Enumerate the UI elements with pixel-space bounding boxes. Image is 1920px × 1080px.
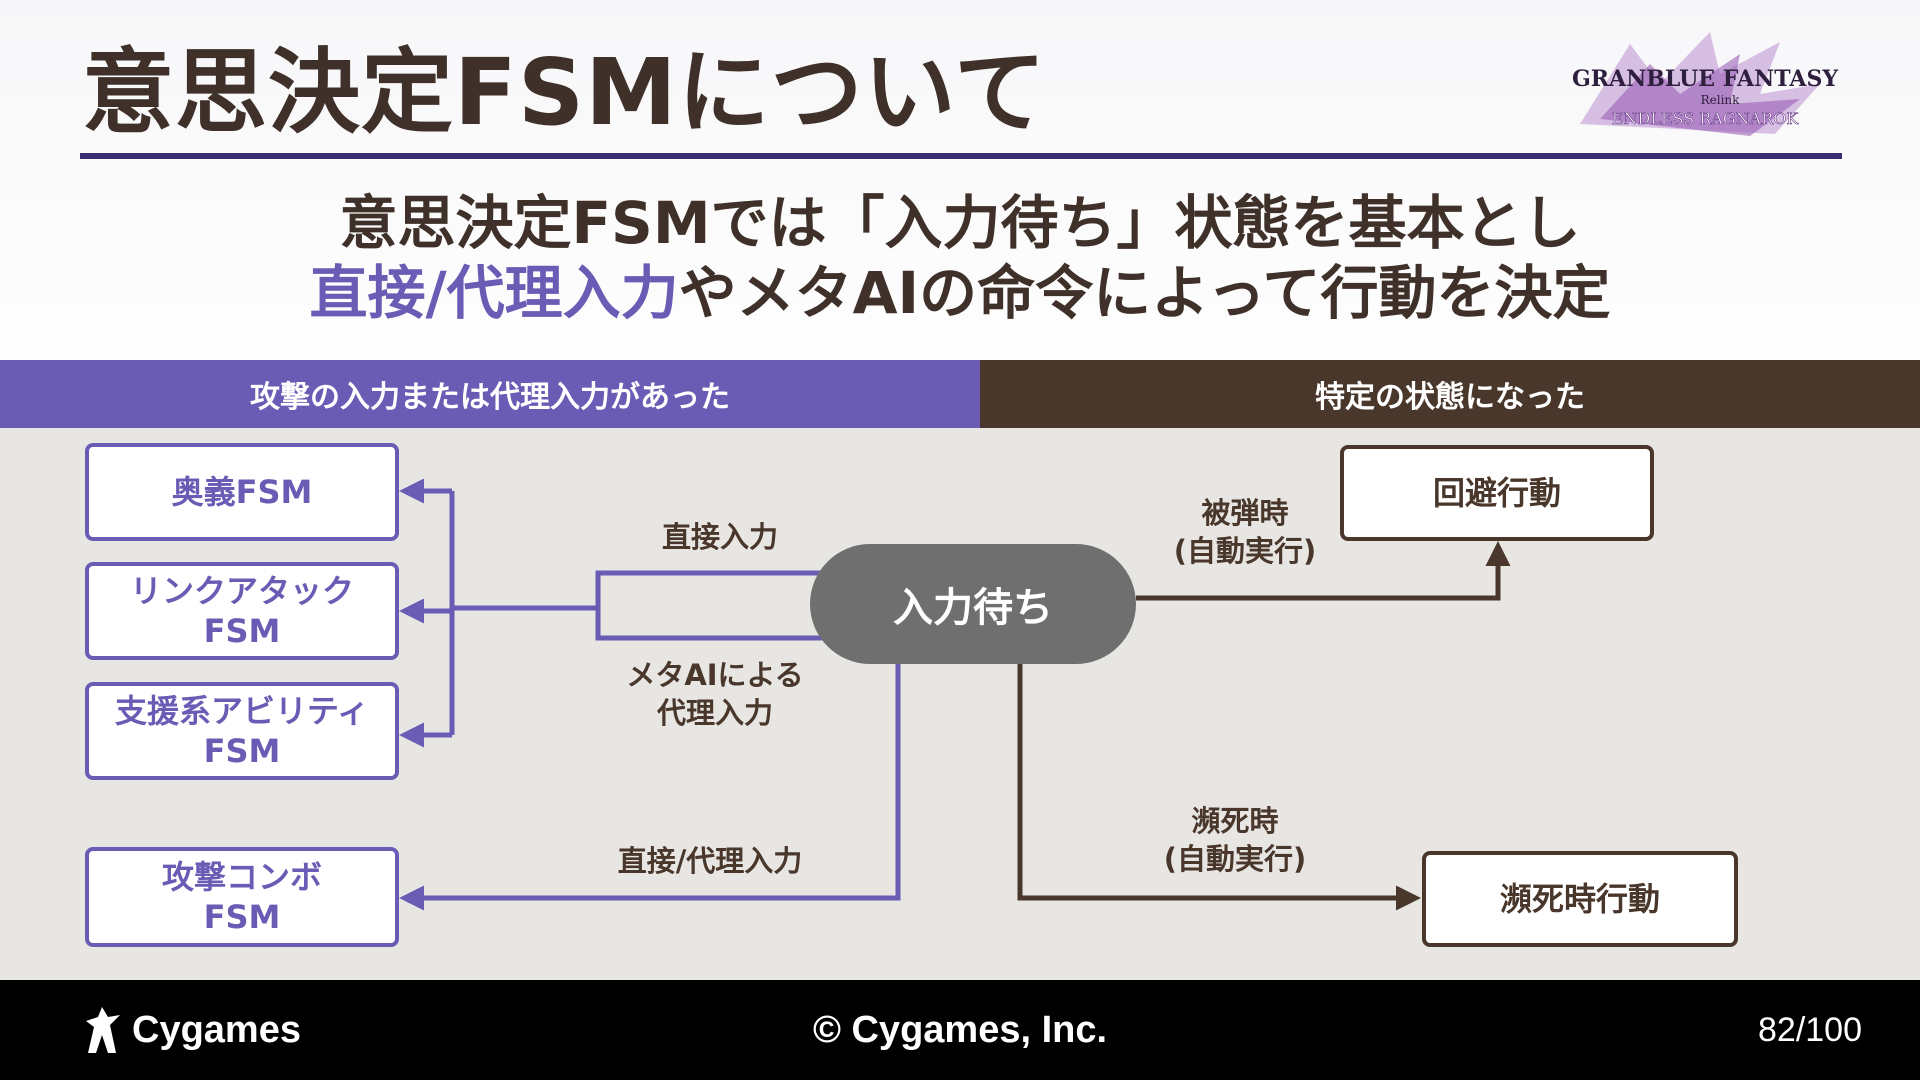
label-dying-line1: 瀕死時 <box>1191 804 1279 838</box>
fsm-box-link-attack-line1: リンクアタック <box>129 572 354 610</box>
fsm-box-ougi: 奥義FSM <box>85 443 399 541</box>
fsm-box-combo-line2: FSM <box>203 898 281 936</box>
fsm-box-ougi-label: 奥義FSM <box>171 473 313 511</box>
label-combo-input: 直接/代理入力 <box>617 844 803 878</box>
label-hit-line1: 被弾時 <box>1201 496 1289 530</box>
fsm-box-link-attack: リンクアタック FSM <box>85 562 399 660</box>
edge-to-combo <box>399 664 901 911</box>
subtitle-accent: 直接/代理入力 <box>309 259 679 327</box>
footer-brand-text: Cygames <box>132 1008 301 1051</box>
subtitle-line-1: 意思決定FSMでは「入力待ち」状態を基本とし <box>339 189 1581 257</box>
logo-title: GRANBLUE FANTASY <box>1572 66 1838 92</box>
label-meta-ai-line1: メタAIによる <box>626 658 804 692</box>
title-rule <box>80 153 1842 159</box>
state-box-evade-label: 回避行動 <box>1432 474 1561 512</box>
hub-node-waiting-input: 入力待ち <box>810 544 1136 664</box>
state-box-dying-label: 瀕死時行動 <box>1499 880 1660 918</box>
band-state-condition: 特定の状態になった <box>980 360 1920 428</box>
label-meta-ai-line2: 代理入力 <box>656 696 773 730</box>
state-box-evade: 回避行動 <box>1340 445 1654 541</box>
fsm-box-attack-combo: 攻撃コンボ FSM <box>85 847 399 947</box>
label-direct-input: 直接入力 <box>661 520 778 554</box>
footer-brand: Cygames <box>80 1000 301 1060</box>
fsm-box-support-line1: 支援系アビリティ <box>114 692 370 730</box>
logo-sub: Relink <box>1701 93 1741 107</box>
game-logo: GRANBLUE FANTASY Relink ENDLESS RAGNAROK <box>1572 32 1838 136</box>
edge-to-dying <box>1017 664 1421 911</box>
footer: Cygames © Cygames, Inc. 82/100 <box>0 980 1920 1080</box>
edge-to-evade <box>1136 541 1511 601</box>
cygames-mark-icon <box>86 1007 120 1053</box>
fsm-box-link-attack-line2: FSM <box>203 612 281 650</box>
logo-tagline: ENDLESS RAGNAROK <box>1612 109 1800 128</box>
slide-title: 意思決定FSMについて <box>82 39 1047 146</box>
fsm-box-support-line2: FSM <box>203 732 281 770</box>
subtitle-rest: やメタAIの命令によって行動を決定 <box>678 259 1611 327</box>
subtitle-line-2: 直接/代理入力やメタAIの命令によって行動を決定 <box>0 258 1920 328</box>
fsm-box-combo-line1: 攻撃コンボ <box>161 858 322 896</box>
footer-copyright: © Cygames, Inc. <box>812 1008 1108 1051</box>
state-box-dying: 瀕死時行動 <box>1422 851 1738 947</box>
label-dying-line2: (自動実行) <box>1163 842 1307 876</box>
band-input-condition: 攻撃の入力または代理入力があった <box>0 360 980 428</box>
fsm-box-support-ability: 支援系アビリティ FSM <box>85 682 399 780</box>
label-hit-line2: (自動実行) <box>1173 534 1317 568</box>
edge-direct-input <box>595 570 822 641</box>
page-number: 82/100 <box>1758 1010 1862 1049</box>
